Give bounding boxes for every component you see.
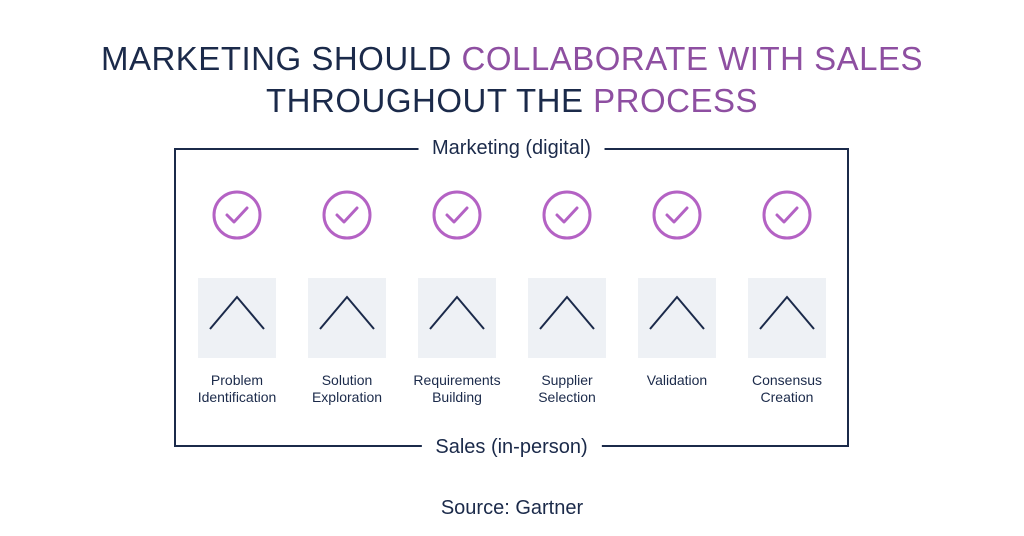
title-line1-part1: MARKETING SHOULD — [100, 40, 462, 77]
chevron-up-icon — [539, 295, 595, 330]
sales-label: Sales (in-person) — [421, 435, 602, 459]
check-circle-icon — [322, 190, 372, 240]
stage-label-line2: Building — [432, 389, 482, 405]
chevron-up-icon — [649, 295, 705, 330]
stage-label-line1: Solution — [321, 372, 373, 388]
check-circle-icon — [762, 190, 812, 240]
marketing-label: Marketing (digital) — [418, 136, 605, 160]
stage-label-line2: Creation — [760, 389, 814, 405]
check-circle-icon — [212, 190, 262, 240]
stage-label: Validation — [617, 372, 737, 389]
stage-box — [528, 278, 606, 358]
check-circle-icon — [652, 190, 702, 240]
title-line2-part1: THROUGHOUT THE — [266, 82, 594, 119]
chevron-up-icon — [319, 295, 375, 330]
stage-label-line1: Requirements — [413, 372, 501, 388]
stage-label-line2: Exploration — [311, 389, 383, 405]
chevron-up-icon — [209, 295, 265, 330]
title-line1-part2: COLLABORATE WITH SALES — [461, 40, 924, 77]
check-circle-icon — [542, 190, 592, 240]
stage-label-line1: Problem — [210, 372, 264, 388]
stage-box — [198, 278, 276, 358]
stage-label-line2: Identification — [197, 389, 277, 405]
stage-label-line2: Selection — [538, 389, 596, 405]
stage-label-line1: Consensus — [751, 372, 823, 388]
title-line2-part2: PROCESS — [593, 82, 758, 119]
source-caption: Source: Gartner — [440, 497, 584, 519]
stage-label-line1: Validation — [646, 372, 708, 388]
stage-box — [418, 278, 496, 358]
check-circle-icon — [432, 190, 482, 240]
page-title: MARKETING SHOULD COLLABORATE WITH SALES … — [0, 38, 1024, 122]
stage-label-line1: Supplier — [541, 372, 593, 388]
stage-box — [638, 278, 716, 358]
chevron-up-icon — [759, 295, 815, 330]
process-frame: Marketing (digital) Sales (in-person) — [174, 136, 849, 459]
chevron-up-icon — [429, 295, 485, 330]
stage-box — [748, 278, 826, 358]
stage-box — [308, 278, 386, 358]
